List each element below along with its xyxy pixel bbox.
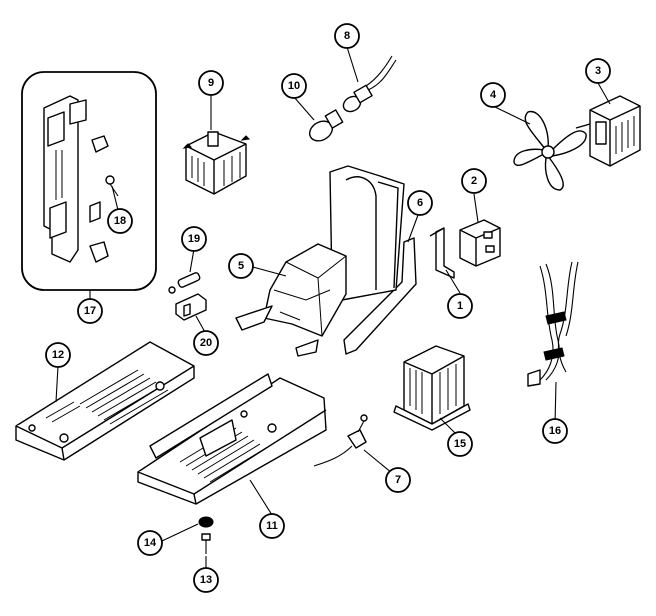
part-7-thermal-cutout xyxy=(313,414,368,467)
callout-6: 6 xyxy=(407,190,433,216)
svg-text:17: 17 xyxy=(84,305,96,317)
svg-text:3: 3 xyxy=(595,65,601,77)
callout-5: 5 xyxy=(228,253,254,279)
svg-text:12: 12 xyxy=(52,349,64,361)
part-15-transformer xyxy=(393,345,471,431)
part-11-base-plate xyxy=(137,373,327,505)
part-2-capacitor xyxy=(459,219,501,267)
svg-text:15: 15 xyxy=(454,438,466,450)
callout-10: 10 xyxy=(281,73,307,99)
callout-15: 15 xyxy=(447,431,473,457)
svg-text:20: 20 xyxy=(200,337,212,349)
callout-4: 4 xyxy=(480,82,506,108)
part-5-air-duct xyxy=(235,165,405,357)
leader-lines xyxy=(55,46,611,568)
part-16-wire-harness xyxy=(527,261,579,387)
svg-text:18: 18 xyxy=(114,215,126,227)
part-10-lamp xyxy=(308,109,344,142)
part-6-duct-strip xyxy=(343,237,417,355)
callout-17: 17 xyxy=(77,298,103,324)
part-4-fan-blade xyxy=(513,110,587,191)
part-19-fuse xyxy=(168,272,201,294)
callout-13: 13 xyxy=(193,567,219,593)
callout-7: 7 xyxy=(385,467,411,493)
callout-8: 8 xyxy=(334,23,360,49)
svg-text:1: 1 xyxy=(457,300,463,312)
part-8-socket xyxy=(342,55,397,113)
callout-19: 19 xyxy=(181,226,207,252)
svg-text:7: 7 xyxy=(395,474,401,486)
svg-text:13: 13 xyxy=(200,574,212,586)
part-9-magnetron xyxy=(182,131,251,195)
svg-text:10: 10 xyxy=(288,80,300,92)
callout-18: 18 xyxy=(107,208,133,234)
svg-text:9: 9 xyxy=(208,77,214,89)
part-14-foot xyxy=(198,516,214,528)
callout-9: 9 xyxy=(198,70,224,96)
part-12-base-plate xyxy=(15,341,195,461)
callout-14: 14 xyxy=(137,530,163,556)
svg-text:4: 4 xyxy=(490,89,497,101)
part-13-screw xyxy=(201,533,211,554)
callout-3: 3 xyxy=(585,58,611,84)
svg-text:14: 14 xyxy=(144,537,157,549)
svg-text:6: 6 xyxy=(417,197,423,209)
svg-text:11: 11 xyxy=(266,520,278,532)
callout-16: 16 xyxy=(542,418,568,444)
part-20-fuse-holder xyxy=(175,293,207,321)
part-1-bracket xyxy=(429,227,455,279)
part-3-fan-motor xyxy=(575,95,641,167)
part-17-kit xyxy=(21,71,157,291)
callout-20: 20 xyxy=(193,330,219,356)
svg-text:2: 2 xyxy=(471,175,477,187)
callout-12: 12 xyxy=(45,342,71,368)
callout-11: 11 xyxy=(259,513,285,539)
svg-text:19: 19 xyxy=(188,233,200,245)
svg-text:8: 8 xyxy=(344,30,350,42)
svg-text:5: 5 xyxy=(238,260,244,272)
callout-2: 2 xyxy=(461,168,487,194)
callouts: 1 2 3 4 5 6 7 8 xyxy=(45,23,611,593)
callout-1: 1 xyxy=(447,293,473,319)
svg-text:16: 16 xyxy=(549,425,561,437)
